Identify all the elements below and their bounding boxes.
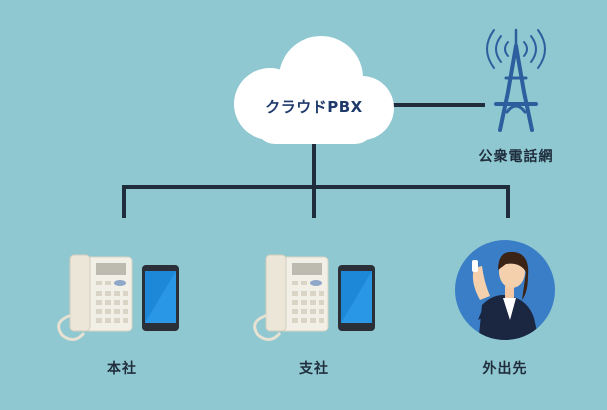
desk-phone-icon (253, 254, 329, 341)
smartphone-icon (142, 265, 179, 331)
location-label-remote: 外出先 (482, 361, 528, 377)
location-label-branch-office: 支社 (299, 361, 329, 377)
radio-tower-icon (486, 28, 546, 132)
smartphone-icon (338, 265, 375, 331)
desk-phone-icon (57, 254, 133, 341)
connector-lines (122, 103, 510, 218)
location-label-head-office: 本社 (107, 361, 137, 377)
cloud-pbx-label: クラウドPBX (265, 98, 363, 116)
public-network-label: 公衆電話網 (478, 149, 554, 165)
person-on-phone-icon (455, 240, 555, 340)
cloud-icon (234, 36, 394, 144)
